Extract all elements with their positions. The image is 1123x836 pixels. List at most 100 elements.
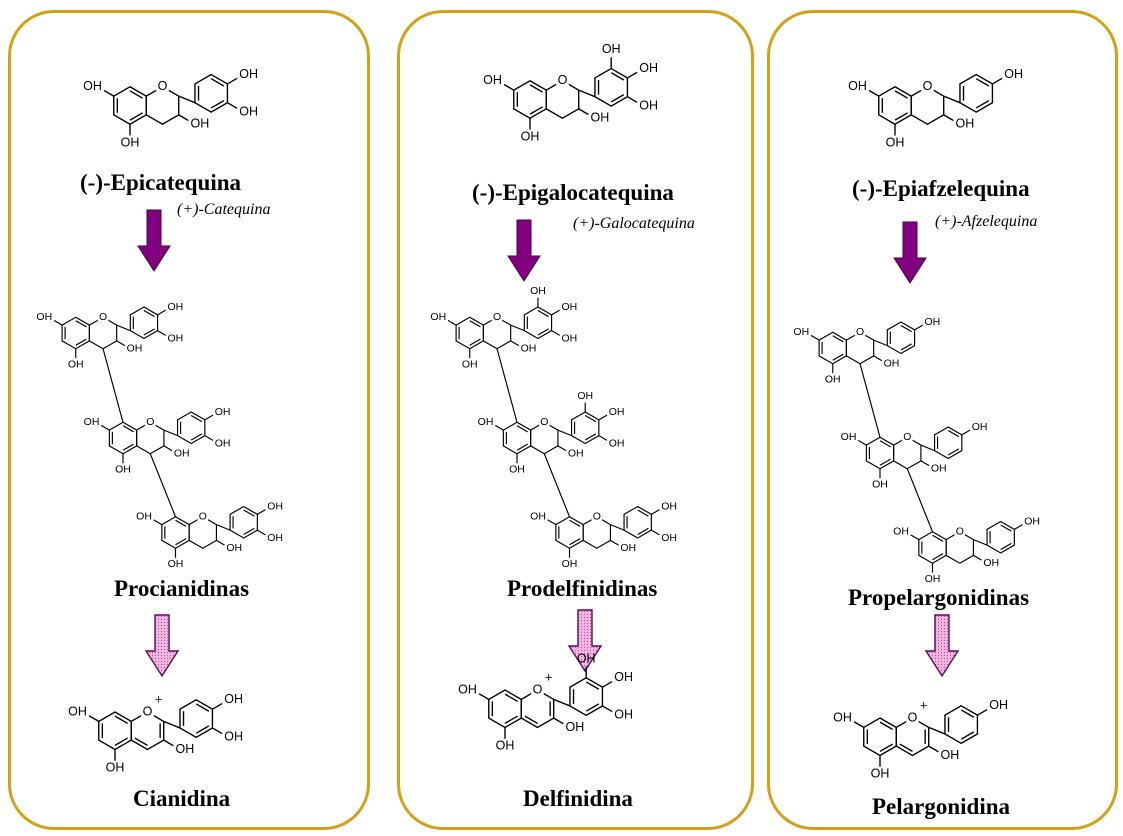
polymer-name: Propelargonidinas — [848, 585, 1030, 610]
hydroxyl-label: OH — [972, 421, 988, 433]
hydroxyl-label: OH — [36, 311, 52, 323]
ring-b — [569, 677, 604, 717]
hydroxyl-bond — [494, 424, 504, 431]
hydroxyl-bond — [651, 509, 660, 515]
double-bond — [537, 328, 549, 336]
hydroxyl-bond — [257, 509, 266, 515]
hydroxyl-label: OH — [639, 98, 658, 112]
interflavan-bond — [859, 363, 881, 438]
label-bg — [854, 325, 866, 338]
double-bond — [947, 429, 960, 438]
hydroxyl-bond — [868, 89, 880, 97]
hydroxyl-label: OH — [496, 739, 515, 753]
hydroxyl-label: OH — [430, 311, 446, 323]
hydroxyl-bond — [578, 108, 589, 116]
ring-c — [945, 531, 974, 564]
double-bond — [529, 106, 544, 115]
hydroxyl-label: OH — [956, 117, 975, 131]
oxonium-label: O — [533, 682, 543, 696]
double-bond — [143, 309, 155, 318]
dotted-arrow-down-icon — [144, 614, 180, 678]
ring-b — [570, 411, 600, 445]
label-bg — [491, 310, 503, 323]
double-bond — [1000, 542, 1012, 551]
hydroxyl-bond — [88, 715, 100, 722]
hydroxyl-bond — [873, 355, 883, 362]
monomer-name: (-)-Epigalocatequina — [472, 180, 674, 205]
double-bond — [129, 112, 144, 121]
double-bond — [537, 309, 549, 318]
hydroxyl-label: OH — [562, 301, 578, 313]
hydroxyl-bond — [853, 721, 865, 728]
label-bg — [141, 704, 154, 719]
hydroxyl-label: OH — [562, 332, 578, 344]
oxonium-label: O — [143, 704, 153, 718]
double-bond — [190, 414, 203, 423]
solid-arrow-down-icon — [507, 219, 541, 282]
bond-c2-b — [920, 444, 935, 452]
double-bond — [975, 100, 990, 109]
hydroxyl-label: OH — [224, 730, 243, 744]
bond-c2-b — [163, 720, 181, 729]
double-bond — [134, 737, 148, 746]
interflavan-bond — [102, 348, 124, 423]
label-bg — [97, 310, 109, 323]
label-bg — [902, 430, 913, 443]
ring-c — [582, 516, 611, 549]
hydroxyl-bond — [157, 330, 167, 336]
double-bond — [122, 425, 134, 433]
double-bond — [1000, 524, 1012, 532]
hydroxyl-label: OH — [841, 431, 857, 443]
ring-b — [594, 67, 629, 107]
charge-label: + — [545, 670, 552, 684]
label-bg — [921, 79, 934, 93]
hydroxyl-label: OH — [121, 135, 140, 149]
bond-c2-b — [116, 324, 131, 332]
ring-oxygen-label: O — [856, 326, 864, 338]
polymer-name: Prodelfinidinas — [507, 576, 658, 601]
label-bg — [556, 73, 569, 87]
hydroxyl-bond — [212, 702, 223, 710]
label-bg — [156, 79, 169, 93]
double-bond — [900, 343, 912, 351]
hydroxyl-bond — [557, 445, 567, 452]
ring-oxygen-label: O — [923, 79, 933, 93]
hydroxyl-label: OH — [884, 358, 900, 370]
ring-c — [845, 331, 875, 365]
ring-a — [555, 516, 584, 549]
solid-arrow-down-icon — [893, 221, 927, 284]
hydroxyl-label: OH — [566, 720, 585, 734]
hydroxyl-label: OH — [931, 463, 947, 475]
hydroxyl-bond — [914, 324, 924, 331]
hydroxyl-bond — [447, 319, 457, 326]
double-bond — [879, 721, 894, 731]
charge-label: + — [920, 698, 927, 712]
arrow-shape — [137, 209, 171, 272]
ring-b — [886, 321, 916, 355]
hydroxyl-label: OH — [872, 478, 888, 490]
hydroxyl-bond — [163, 739, 174, 747]
double-bond — [960, 709, 975, 718]
anthocyanidin-name: Cianidina — [133, 786, 231, 811]
hydroxyl-label: OH — [925, 573, 941, 585]
hydroxyl-label: OH — [614, 708, 633, 722]
arrow-shape — [567, 609, 603, 673]
hydroxyl-bond — [178, 114, 189, 122]
hydroxyl-bond — [627, 71, 638, 79]
bond-c2-b — [216, 524, 231, 531]
label-bg — [539, 415, 550, 428]
hydroxyl-label: OH — [1004, 67, 1023, 81]
hydroxyl-label: OH — [833, 710, 852, 724]
bond-c2-b — [610, 524, 625, 531]
hydroxyl-bond — [116, 340, 126, 347]
hydroxyl-bond — [153, 519, 163, 526]
double-bond — [143, 328, 155, 336]
double-bond — [175, 538, 187, 546]
bond-c2-b — [578, 89, 596, 98]
double-bond — [584, 433, 597, 441]
